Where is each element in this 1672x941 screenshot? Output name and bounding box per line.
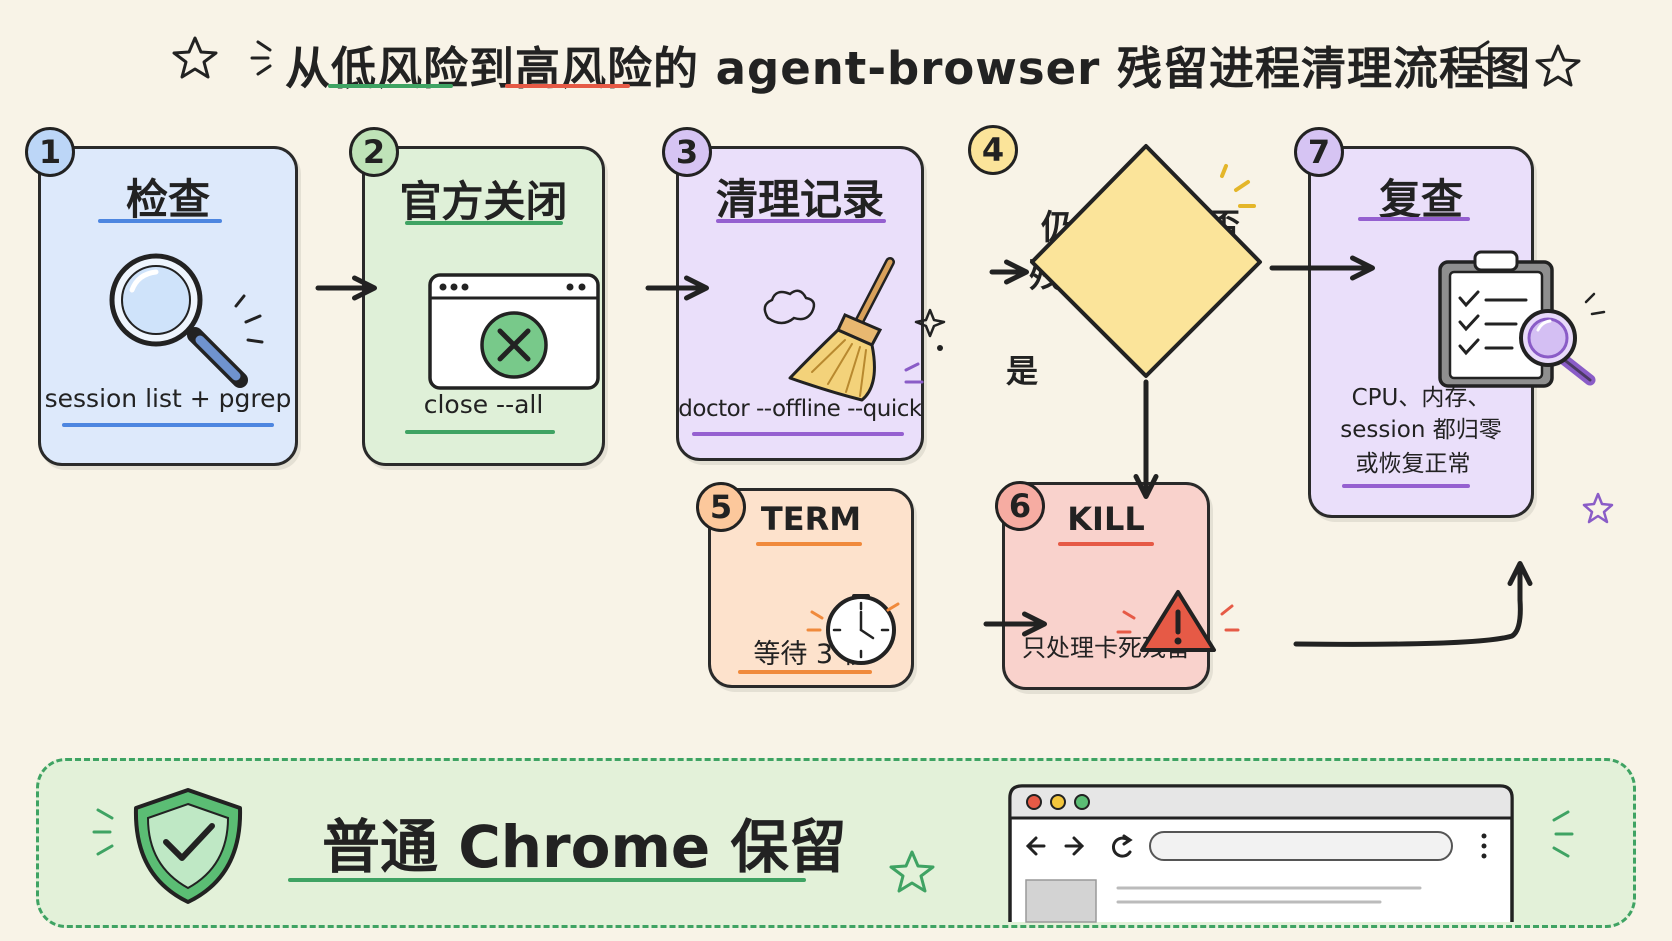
step-7-badge: 7	[1294, 127, 1344, 177]
step-7-heading: 复查	[1378, 175, 1463, 224]
step-6-heading-underline	[1058, 542, 1154, 546]
diagram-title-bar: 从低风险到高风险的 agent-browser 残留进程清理流程图	[0, 26, 1672, 96]
step-4-badge: 4	[968, 125, 1018, 175]
step-1-badge: 1	[25, 127, 75, 177]
diagram-title: 从低风险到高风险的 agent-browser 残留进程清理流程图	[285, 42, 1532, 95]
step-3-caption-underline	[692, 432, 904, 436]
step-5-caption: 等待 3 秒	[753, 639, 869, 670]
step-4-question-line2: 残留？	[1029, 256, 1131, 296]
step-4-question-line1: 仍有	[1041, 208, 1109, 248]
step-7-caption-line2: session 都归零	[1340, 417, 1502, 443]
step-2-caption-underline	[405, 430, 555, 434]
step-1-heading-underline	[98, 219, 222, 223]
step-3-heading: 清理记录	[715, 175, 884, 224]
step-2-badge: 2	[349, 127, 399, 177]
step-7-caption-line3: 或恢复正常	[1355, 451, 1471, 477]
bottom-text-underline	[288, 878, 806, 882]
step-5-caption-underline	[738, 670, 872, 674]
step-3-heading-underline	[716, 219, 886, 223]
step-7-caption-underline	[1342, 484, 1470, 488]
step-1-caption: session list + pgrep	[44, 384, 292, 413]
step-1-caption-underline	[62, 423, 274, 427]
step-3-caption: doctor --offline --quick	[678, 396, 922, 422]
title-underline-green	[328, 84, 453, 88]
step-5-heading-underline	[756, 542, 862, 546]
step-5-badge: 5	[696, 482, 746, 532]
step-6-caption: 只处理卡死残留	[1022, 634, 1190, 662]
step-7-heading-underline	[1358, 217, 1470, 221]
step-2-caption: close --all	[423, 390, 544, 419]
branch-no-label: 否	[1208, 206, 1241, 244]
step-2-heading: 官方关闭	[399, 177, 568, 226]
step-1-heading: 检查	[125, 175, 210, 224]
step-2-heading-underline	[405, 221, 563, 225]
step-3-badge: 3	[662, 127, 712, 177]
step-6-badge: 6	[995, 481, 1045, 531]
title-underline-red	[505, 84, 630, 88]
step-7-caption-line1: CPU、内存、	[1351, 385, 1491, 411]
step-5-heading: TERM	[760, 500, 862, 538]
bottom-keep-text: 普通 Chrome 保留	[322, 813, 847, 881]
step-6-heading: KILL	[1067, 500, 1145, 538]
branch-yes-label: 是	[1006, 352, 1039, 390]
